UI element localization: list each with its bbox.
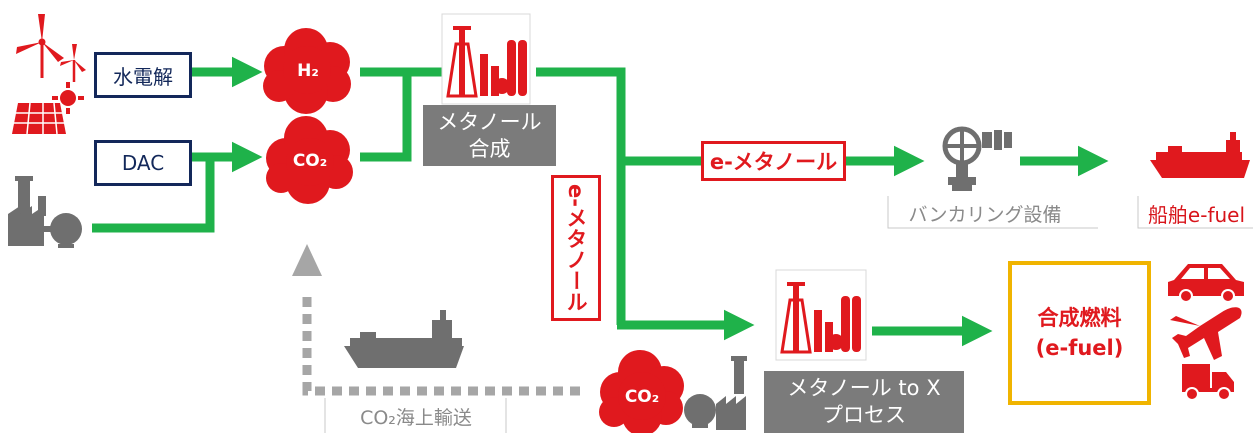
co2-capture-cloud-icon xyxy=(599,350,684,433)
truck-icon xyxy=(1182,364,1234,401)
ship-label-bracket xyxy=(1137,196,1253,229)
methanol-plant-icon xyxy=(441,13,531,105)
ship-icon xyxy=(1150,132,1250,178)
methanol-to-x-line1: メタノール to X xyxy=(787,376,941,400)
co2-capture-label: CO₂ xyxy=(624,387,660,407)
airplane-icon xyxy=(1170,307,1242,360)
bunkering-bracket xyxy=(887,196,1098,229)
line-factory-to-co2 xyxy=(92,157,215,233)
emission-factory-icon xyxy=(684,356,747,430)
e-methanol-vertical-label: e-メタノール xyxy=(551,175,601,321)
e-methanol-vertical-text: e-メタノール xyxy=(564,184,588,312)
ship-efuel-label: 船舶e-fuel xyxy=(1147,202,1246,227)
methanol-synthesis-box: メタノール 合成 xyxy=(423,105,556,166)
solar-panel-icon xyxy=(12,82,84,135)
h2-label: H₂ xyxy=(297,61,319,81)
factory-icon xyxy=(8,176,82,248)
synthetic-fuel-line2: (e-fuel) xyxy=(1035,336,1124,360)
dac-box: DAC xyxy=(94,140,192,186)
methanol-to-x-box: メタノール to X プロセス xyxy=(764,371,964,433)
wind-turbine-icon xyxy=(16,14,86,82)
electrolysis-box: 水電解 xyxy=(94,52,192,98)
co2-transport-label: CO₂海上輸送 xyxy=(360,406,472,429)
e-methanol-label: e-メタノール xyxy=(701,141,846,181)
co2-cloud-icon xyxy=(266,116,353,204)
methanol-synthesis-line2: 合成 xyxy=(468,136,511,161)
line-co2-to-synthesis xyxy=(360,72,412,162)
synthetic-fuel-box: 合成燃料 (e-fuel) xyxy=(1008,261,1151,405)
synthetic-fuel-line1: 合成燃料 xyxy=(1037,306,1122,330)
mtx-plant-icon xyxy=(775,269,867,361)
bunkering-valve-icon xyxy=(942,126,1012,191)
h2-cloud-icon xyxy=(263,28,351,114)
co2-label: CO₂ xyxy=(292,151,328,171)
line-synthesis-to-branch xyxy=(536,67,626,325)
bunkering-label: バンカリング設備 xyxy=(908,203,1062,226)
tanker-ship-icon xyxy=(344,310,464,368)
co2-return-path xyxy=(302,290,580,396)
methanol-synthesis-line1: メタノール xyxy=(437,109,542,134)
co2-return-arrowhead xyxy=(292,244,322,276)
car-icon xyxy=(1168,264,1244,303)
methanol-to-x-line2: プロセス xyxy=(822,403,906,427)
